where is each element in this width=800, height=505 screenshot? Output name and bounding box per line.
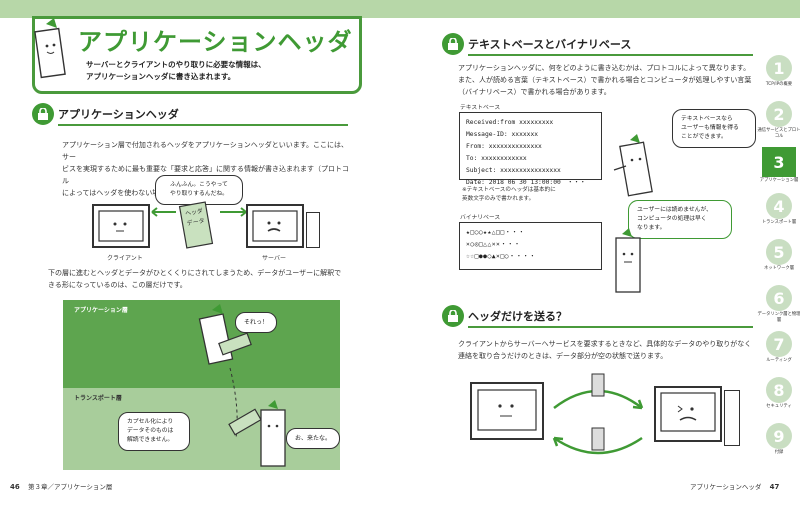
speech-bubble: ユーザーには読めませんが、 コンピュータの処理は早く なります。 [628,200,732,239]
chapter-tab-label: TCP/IPの概要 [765,82,793,87]
server-monitor [654,386,722,442]
lock-icon [442,305,464,327]
chapter-tab-label: セキュリティ [766,404,792,409]
page-title: アプリケーションヘッダ [78,28,353,56]
page-number: 46 [10,483,20,491]
client-monitor [92,204,150,248]
chapter-tab-label: アプリケーション層 [759,178,799,183]
speech-bubble: カプセル化により データそのものは 解読できません。 [118,412,190,451]
layer-label: トランスポート層 [74,395,122,402]
footer-title: アプリケーションヘッダ [690,483,762,491]
footer: アプリケーションヘッダ 47 [690,481,779,491]
speech-bubble: それっ！ [235,312,278,333]
mascot-illustration [260,400,286,467]
mascot-illustration [34,18,66,79]
exchange-arrows-illustration [552,373,644,455]
chapter-tab-number: 2 [766,101,792,127]
section-paragraph: クライアントからサーバーへサービスを要求するときなど、具体的なデータのやり取りが… [458,340,752,360]
mascot-illustration [613,134,653,197]
chapter-label: 第３章／アプリケーション層 [27,483,113,491]
chapter-tab-number: 8 [766,377,792,403]
speech-bubble: お、来たな。 [286,428,341,449]
layer-label: アプリケーション層 [74,307,128,314]
section-paragraph: アプリケーション層で付加されるヘッダをアプリケーションヘッダといいます。ここには… [62,141,349,197]
top-band [0,0,800,18]
chapter-tab-number: 9 [766,423,792,449]
can-label: ヘッダデータ [184,207,206,228]
client-label: クライアント [107,255,143,262]
client-monitor [470,382,544,440]
section-heading: テキストベースとバイナリベース [468,36,753,56]
header-data-can-illustration [151,201,247,249]
chapter-tab-label: 付録 [774,450,784,455]
chapter-tab-label: データリンク層と物理層 [757,312,800,323]
section-paragraph: アプリケーションヘッダに、何をどのように書き込むかは、プロトコルによって異なりま… [458,64,752,96]
chapter-tab-label: ルーティング [766,358,792,363]
title-box [32,16,362,94]
text-base-box: Received:from xxxxxxxxx Message-ID: xxxx… [459,112,602,186]
application-layer-panel [63,300,340,388]
chapter-tab-label: トランスポート層 [761,220,797,225]
server-tower [724,390,740,446]
lock-icon [442,33,464,55]
footer: 46 第３章／アプリケーション層 [10,481,112,491]
server-monitor [246,204,304,248]
chapter-tab-number: 6 [766,285,792,311]
server-tower [306,212,320,248]
chapter-tab-number: 1 [766,55,792,81]
server-label: サーバー [262,255,286,262]
section-heading: アプリケーションヘッダ [58,106,348,126]
chapter-tab-number: 3 [762,147,796,177]
chapter-tab-label: 通信サービスとプロトコル [757,128,800,139]
lock-icon [32,103,54,125]
page-intro: サーバーとクライアントのやり取りに必要な情報は、アプリケーションヘッダに書き込ま… [86,60,266,81]
binary-base-label: バイナリベース [460,215,501,221]
section-heading: ヘッダだけを送る？ [468,308,753,328]
text-base-note: ※テキストベースのヘッダは基本的に英数文字のみで書かれます。 [462,187,556,202]
page-number: 47 [769,483,780,491]
chapter-tab-number: 5 [766,239,792,265]
chapter-tab-label: ネットワーク層 [763,266,795,271]
chapter-tab-number: 4 [766,193,792,219]
speech-bubble: ふんふん。こうやってやり取りするんだね。 [155,175,243,205]
layer-mascot-illustration [198,304,262,439]
section-paragraph-2: 下の層に進むとヘッダとデータがひとくくりにされてしまうため、データがユーザーに解… [48,269,342,289]
text-base-label: テキストベース [460,105,501,111]
speech-bubble: テキストベースなら ユーザーも情報を得る ことができます。 [672,109,756,148]
mascot-illustration [615,228,641,293]
binary-base-box: ★□○○★★△□□・・・ ×○◎□△△××・・・ ☆☆□●●○▲×□○・・・・ [459,222,602,270]
chapter-tab-number: 7 [766,331,792,357]
